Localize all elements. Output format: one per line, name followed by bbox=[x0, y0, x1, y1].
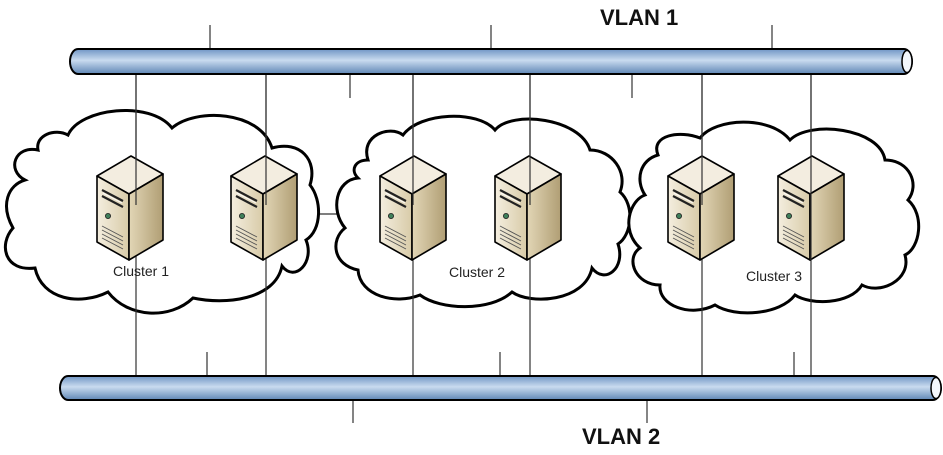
vlan2-label: VLAN 2 bbox=[582, 424, 661, 449]
vlan2-bus bbox=[59, 375, 942, 401]
vlan1-bus bbox=[69, 48, 913, 75]
cluster1-label: Cluster 1 bbox=[113, 263, 170, 279]
server-icon bbox=[493, 154, 563, 262]
server-icon bbox=[229, 154, 299, 262]
vlan1-label: VLAN 1 bbox=[600, 5, 679, 30]
server-icon bbox=[95, 154, 165, 262]
server-icon bbox=[666, 154, 736, 262]
cluster3-label: Cluster 3 bbox=[746, 268, 803, 284]
cluster2-label: Cluster 2 bbox=[449, 264, 506, 280]
